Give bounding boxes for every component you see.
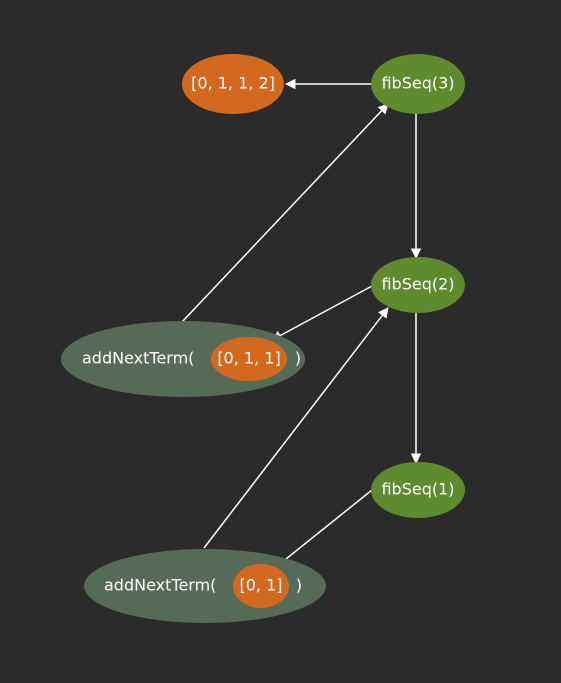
edge-call-upper-to-fib3 bbox=[181, 103, 389, 323]
call-node-lower: addNextTerm( [0, 1] ) bbox=[84, 549, 326, 623]
fibseq-1-label: fibSeq(1) bbox=[381, 480, 454, 499]
call-node-upper: addNextTerm( [0, 1, 1] ) bbox=[61, 321, 305, 397]
call-lower-prefix: addNextTerm( bbox=[104, 576, 216, 595]
result-node: [0, 1, 1, 2] bbox=[182, 54, 284, 114]
call-upper-prefix: addNextTerm( bbox=[82, 349, 194, 368]
call-lower-arg-label: [0, 1] bbox=[239, 576, 282, 595]
fibseq-3-label: fibSeq(3) bbox=[381, 74, 454, 93]
call-upper-suffix: ) bbox=[295, 349, 301, 368]
edge-fib2-to-arg-upper bbox=[271, 285, 373, 341]
call-lower-arg-node bbox=[233, 564, 289, 608]
edge-call-lower-to-fib2 bbox=[203, 307, 389, 549]
fibseq-2-node: fibSeq(2) bbox=[371, 257, 465, 313]
call-upper-arg-label: [0, 1, 1] bbox=[217, 349, 280, 368]
call-lower-suffix: ) bbox=[296, 576, 302, 595]
fibseq-2-label: fibSeq(2) bbox=[381, 275, 454, 294]
fibseq-3-node: fibSeq(3) bbox=[371, 54, 465, 114]
fibseq-1-node: fibSeq(1) bbox=[371, 462, 465, 518]
edge-fib1-to-arg-lower bbox=[275, 489, 373, 568]
call-upper-arg-node bbox=[211, 337, 287, 381]
result-node-label: [0, 1, 1, 2] bbox=[191, 74, 275, 93]
